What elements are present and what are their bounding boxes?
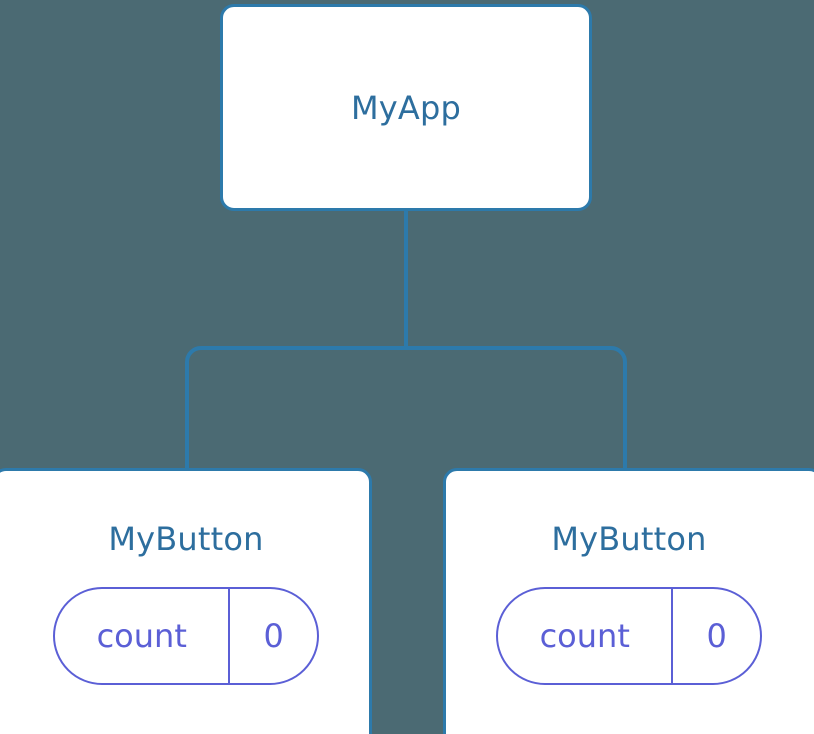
state-value: 0: [263, 617, 284, 655]
state-pill-count[interactable]: count 0: [496, 587, 762, 685]
state-key: count: [498, 589, 674, 683]
node-mybutton-0[interactable]: MyButton count 0: [0, 468, 372, 734]
edge-branch-left: [185, 346, 406, 470]
node-myapp[interactable]: MyApp: [220, 4, 592, 211]
node-title: MyButton: [108, 520, 264, 558]
node-title: MyApp: [350, 88, 462, 127]
node-title: MyButton: [551, 520, 707, 558]
state-key: count: [55, 589, 231, 683]
edge-branch-right: [406, 346, 627, 470]
state-pill-count[interactable]: count 0: [53, 587, 319, 685]
state-value: 0: [706, 617, 727, 655]
node-mybutton-1[interactable]: MyButton count 0: [443, 468, 814, 734]
